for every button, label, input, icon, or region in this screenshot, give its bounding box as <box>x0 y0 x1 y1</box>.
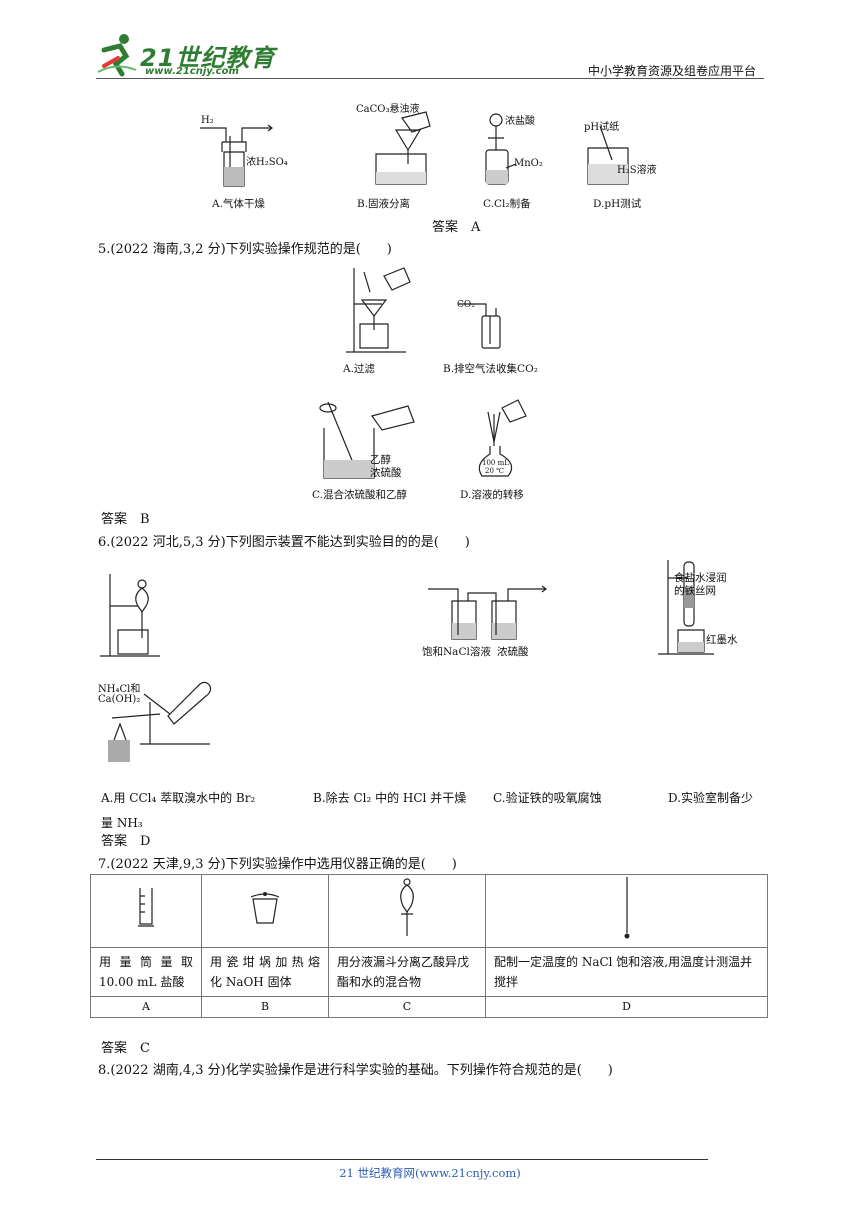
label-flask-volume: 100 mL <box>482 459 509 467</box>
label-mno2: MnO₂ <box>514 158 543 169</box>
label-red-ink: 红墨水 <box>706 634 738 646</box>
iron-corrosion-apparatus-icon <box>656 558 716 658</box>
label-conc-hcl: 浓盐酸 <box>505 116 535 127</box>
chlorine-preparation-icon <box>480 110 540 188</box>
q7-cell-c-text: 用分液漏斗分离乙酸异戊酯和水的混合物 <box>328 947 486 997</box>
q7-cell-a-image <box>90 874 202 948</box>
q7-answer: 答案 C <box>101 1041 150 1056</box>
q6-option-c: C.验证铁的吸氧腐蚀 <box>493 791 602 805</box>
label-h2: H₂ <box>201 115 214 126</box>
platform-name: 中小学教育资源及组卷应用平台 <box>587 64 756 78</box>
solid-liquid-separation-icon <box>368 110 438 188</box>
ammonia-preparation-icon <box>108 674 220 762</box>
runner-logo-icon <box>96 34 138 76</box>
label-co2: CO₂ <box>457 300 475 310</box>
q7-letter-a: A <box>90 996 202 1018</box>
measuring-cylinder-icon <box>136 886 156 930</box>
q5-caption-b: B.排空气法收集CO₂ <box>443 363 538 375</box>
q5-question: 5.(2022 海南,3,2 分)下列实验操作规范的是( ) <box>98 242 392 257</box>
crucible-icon <box>249 892 281 925</box>
logo-text: 21世纪教育 <box>140 44 276 72</box>
q5-caption-a: A.过滤 <box>343 363 375 375</box>
q7-letter-c: C <box>328 996 486 1018</box>
label-ethanol: 乙醇 <box>370 454 391 466</box>
q6-option-d-cont: 量 NH₃ <box>101 816 143 830</box>
label-ph-paper: pH试纸 <box>584 122 620 133</box>
gas-washing-bottles-icon <box>426 583 552 643</box>
footer-divider <box>96 1159 708 1160</box>
ph-test-icon <box>582 112 652 188</box>
q6-option-d: D.实验室制备少 <box>668 791 754 805</box>
label-salt-water: 食盐水浸润 <box>674 572 727 584</box>
label-caco3: CaCO₃悬浊液 <box>356 104 420 115</box>
label-sat-nacl: 饱和NaCl溶液 <box>422 646 491 658</box>
label-conc-sulfuric: 浓硫酸 <box>370 467 402 479</box>
header-divider <box>96 78 764 79</box>
q7-cell-b-text: 用 瓷 坩 埚 加 热 熔 化 NaOH 固体 <box>201 947 329 997</box>
q4-caption-a: A.气体干燥 <box>212 198 265 210</box>
label-flask-temp: 20 ℃ <box>485 467 504 475</box>
q7-cell-a-text: 用 量 筒 量 取 10.00 mL 盐酸 <box>90 947 202 997</box>
label-h2s: H₂S溶液 <box>617 165 657 176</box>
filtration-icon <box>340 264 414 356</box>
q5-caption-c: C.混合浓硫酸和乙醇 <box>312 489 407 501</box>
q5-caption-d: D.溶液的转移 <box>460 489 524 501</box>
separatory-funnel-icon <box>395 878 419 938</box>
q6-option-a: A.用 CCl₄ 萃取溴水中的 Br₂ <box>101 791 256 805</box>
q7-cell-d-text: 配制一定温度的 NaCl 饱和溶液,用温度计测温并搅拌 <box>485 947 768 997</box>
q7-cell-c-image <box>328 874 486 948</box>
q6-answer: 答案 D <box>101 834 151 849</box>
q5-answer: 答案 B <box>101 512 150 527</box>
co2-collection-icon <box>456 294 506 354</box>
label-nh4cl: NH₄Cl和 <box>98 684 141 695</box>
thermometer-icon <box>624 875 629 939</box>
mixing-acid-ethanol-icon <box>316 398 426 482</box>
q4-caption-c: C.Cl₂制备 <box>483 198 531 210</box>
q7-letter-d: D <box>485 996 768 1018</box>
q7-cell-b-image <box>201 874 329 948</box>
q4-answer: 答案 A <box>432 220 481 235</box>
label-conc-h2so4-b: 浓硫酸 <box>497 646 529 658</box>
extraction-apparatus-icon <box>98 572 164 660</box>
q8-question: 8.(2022 湖南,4,3 分)化学实验操作是进行科学实验的基础。下列操作符合… <box>98 1063 613 1078</box>
label-caoh2: Ca(OH)₂ <box>98 694 141 705</box>
q7-letter-b: B <box>201 996 329 1018</box>
q7-cell-d-image <box>485 874 768 948</box>
solution-transfer-icon <box>472 398 538 486</box>
q6-question: 6.(2022 河北,5,3 分)下列图示装置不能达到实验目的的是( ) <box>98 535 470 550</box>
q4-caption-d: D.pH测试 <box>593 198 642 210</box>
footer-link[interactable]: 21 世纪教育网(www.21cnjy.com) <box>339 1166 521 1180</box>
q6-option-b: B.除去 Cl₂ 中的 HCl 并干燥 <box>313 791 467 805</box>
q7-table: 用 量 筒 量 取 10.00 mL 盐酸 用 瓷 坩 埚 加 热 熔 化 Na… <box>90 874 768 1018</box>
label-iron-mesh: 的铁丝网 <box>674 585 716 597</box>
q4-caption-b: B.固液分离 <box>357 198 411 210</box>
gas-drying-apparatus-icon <box>196 112 276 190</box>
logo-url: www.21cnjy.com <box>145 66 239 77</box>
q7-question: 7.(2022 天津,9,3 分)下列实验操作中选用仪器正确的是( ) <box>98 857 457 872</box>
label-conc-h2so4: 浓H₂SO₄ <box>246 157 288 168</box>
